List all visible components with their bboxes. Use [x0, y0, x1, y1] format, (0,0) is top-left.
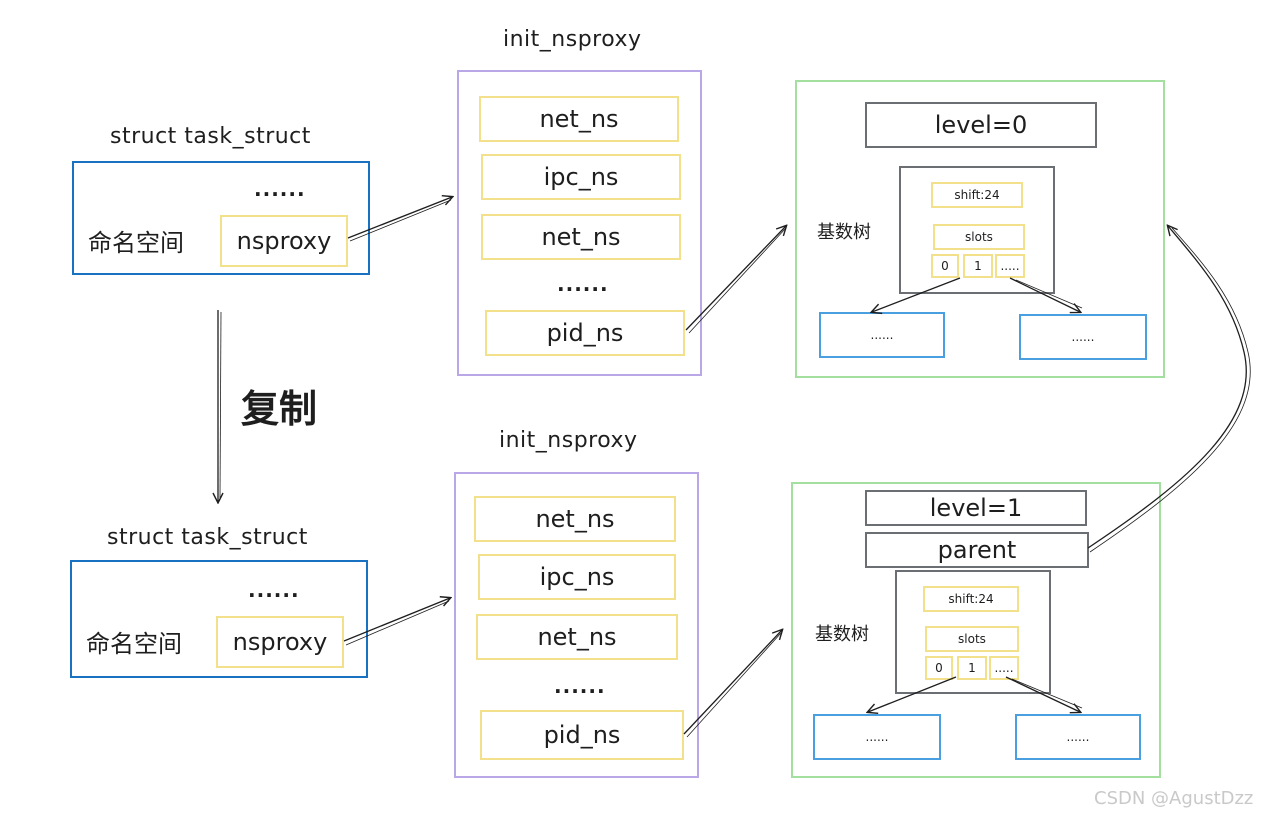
arrow-nsproxy-to-init-bottom [343, 598, 450, 642]
tree-child-label: ...... [1071, 330, 1095, 344]
ns-item: net_ns [476, 614, 678, 660]
ns-item-label: pid_ns [546, 319, 624, 347]
copy-label: 复制 [241, 387, 318, 431]
tree-child-right: ...... [1019, 314, 1147, 360]
namespace-label: 命名空间 [86, 630, 182, 658]
tree-branch-left-bottom [868, 676, 957, 712]
shift-label: shift:24 [948, 592, 994, 606]
init-nsproxy-box-bottom: net_ns ipc_ns net_ns ...... pid_ns [454, 472, 699, 778]
slots-label: slots [958, 632, 986, 646]
pid-ns-field[interactable]: pid_ns [485, 310, 685, 356]
level-field: level=0 [865, 102, 1097, 148]
arrow-pidns-to-namespace-bottom [683, 630, 782, 735]
ns-item: ipc_ns [478, 554, 676, 600]
shift-label: shift:24 [954, 188, 1000, 202]
task-struct-box-top: ...... 命名空间 nsproxy [72, 161, 370, 275]
slots-label: slots [965, 230, 993, 244]
pid-namespace-box-top: level=0 基数树 shift:24 slots 0 1 ..... ...… [795, 80, 1165, 378]
parent-field[interactable]: parent [865, 532, 1089, 568]
ns-item-label: net_ns [535, 505, 615, 533]
init-nsproxy-title-top: init_nsproxy [503, 27, 642, 52]
level-field: level=1 [865, 490, 1087, 526]
task-struct-title-top: struct task_struct [110, 124, 311, 149]
slot-cell-label: 0 [935, 661, 943, 675]
slot-cell: 0 [925, 656, 953, 680]
slot-cell-label: ..... [1000, 259, 1020, 273]
slot-cell: ..... [995, 254, 1025, 278]
nsproxy-field[interactable]: nsproxy [216, 616, 344, 668]
task-struct-title-bottom: struct task_struct [107, 525, 308, 550]
tree-branch-left-top [872, 277, 961, 312]
radix-tree-label: 基数树 [817, 222, 871, 243]
ns-item-label: pid_ns [543, 721, 621, 749]
radix-tree-node: shift:24 slots 0 1 ..... [899, 166, 1055, 294]
ns-dots: ...... [557, 272, 609, 296]
radix-tree-label: 基数树 [815, 624, 869, 645]
tree-child-label: ...... [870, 328, 894, 342]
ns-item-label: ipc_ns [543, 163, 619, 191]
ns-item: ipc_ns [481, 154, 681, 200]
nsproxy-label: nsproxy [236, 227, 332, 255]
task-struct-dots: ...... [254, 177, 306, 201]
tree-child-label: ...... [865, 730, 889, 744]
arrow-parent-to-level0 [1087, 226, 1247, 549]
slot-cell: ..... [989, 656, 1019, 680]
slot-cell-label: 1 [974, 259, 982, 273]
arrow-nsproxy-to-init-top [347, 197, 452, 239]
namespace-label: 命名空间 [88, 229, 184, 257]
parent-label: parent [937, 536, 1017, 564]
slots-field: slots [933, 224, 1025, 250]
ns-dots: ...... [554, 674, 606, 698]
pid-namespace-box-bottom: level=1 parent 基数树 shift:24 slots 0 1 ..… [791, 482, 1161, 778]
ns-item-label: net_ns [541, 223, 621, 251]
task-struct-box-bottom: ...... 命名空间 nsproxy [70, 560, 368, 678]
ns-item: net_ns [474, 496, 676, 542]
ns-item: net_ns [479, 96, 679, 142]
tree-child-right: ...... [1015, 714, 1141, 760]
tree-child-label: ...... [1066, 730, 1090, 744]
shift-field: shift:24 [931, 182, 1023, 208]
slots-field: slots [925, 626, 1019, 652]
init-nsproxy-box-top: net_ns ipc_ns net_ns ...... pid_ns [457, 70, 702, 376]
tree-child-left: ...... [813, 714, 941, 760]
slot-cell-label: 1 [968, 661, 976, 675]
slot-cell: 1 [957, 656, 987, 680]
watermark: CSDN @AgustDzz [1094, 788, 1254, 809]
nsproxy-field[interactable]: nsproxy [220, 215, 348, 267]
tree-branch-right-bottom [1005, 676, 1080, 712]
slot-cell-label: ..... [994, 661, 1014, 675]
nsproxy-label: nsproxy [232, 628, 328, 656]
radix-tree-node: shift:24 slots 0 1 ..... [895, 570, 1051, 694]
ns-item-label: net_ns [539, 105, 619, 133]
arrow-pidns-to-namespace-top [685, 226, 786, 331]
slot-cell-label: 0 [941, 259, 949, 273]
init-nsproxy-title-bottom: init_nsproxy [499, 428, 638, 453]
pid-ns-field[interactable]: pid_ns [480, 710, 684, 760]
level-label: level=1 [929, 494, 1023, 522]
ns-item: net_ns [481, 214, 681, 260]
task-struct-dots: ...... [248, 578, 300, 602]
ns-item-label: net_ns [537, 623, 617, 651]
level-label: level=0 [934, 111, 1028, 139]
slot-cell: 1 [963, 254, 993, 278]
shift-field: shift:24 [923, 586, 1019, 612]
tree-branch-right-top [1009, 277, 1080, 312]
slot-cell: 0 [931, 254, 959, 278]
ns-item-label: ipc_ns [539, 563, 615, 591]
